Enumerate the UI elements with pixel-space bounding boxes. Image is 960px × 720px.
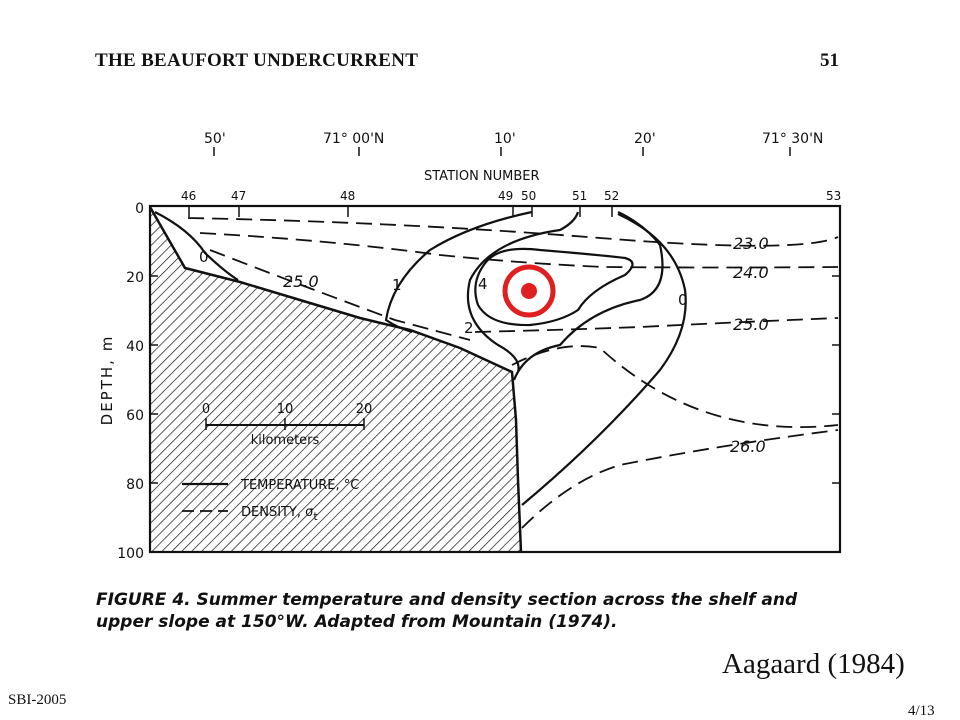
station-label: 50	[521, 189, 536, 203]
isotherm-4	[474, 247, 634, 327]
station-label: 47	[231, 189, 246, 203]
seabed-hatch	[150, 207, 521, 552]
slide-number: 4/13	[908, 703, 935, 719]
scale-tick-label: 10	[277, 402, 294, 417]
station-label: 48	[340, 189, 355, 203]
top-tick-label: 10'	[494, 131, 516, 147]
top-tick-label: 20'	[634, 131, 656, 147]
isotherm-0-deep	[521, 212, 687, 506]
top-axis: 50' 71° 00'N 10' 20' 71° 30'N	[204, 131, 823, 156]
temperature-label: 0	[678, 291, 688, 309]
marker-ring	[502, 264, 556, 318]
temperature-contour-labels: 0 1 4 2 0	[199, 248, 688, 337]
station-numbers: 46 47 48 49 50 51 52 53	[181, 189, 841, 203]
station-label: 53	[826, 189, 841, 203]
legend: TEMPERATURE, °C DENSITY, σt	[182, 478, 359, 523]
y-tick-label: 100	[117, 546, 144, 562]
temperature-contours	[154, 210, 687, 506]
figure-caption-line-1: FIGURE 4. Summer temperature and density…	[96, 590, 798, 610]
y-tick-label: 40	[126, 339, 144, 355]
marker-dot	[521, 283, 537, 299]
temperature-label: 2	[464, 319, 474, 337]
y-tick-label: 20	[126, 270, 144, 286]
scale-tick-label: 0	[202, 402, 210, 417]
density-label: 26.0	[730, 437, 766, 456]
density-label: 24.0	[733, 263, 769, 282]
isotherm-0-outer	[512, 211, 664, 381]
station-label: 52	[604, 189, 619, 203]
legend-density-label: DENSITY, σt	[241, 505, 318, 523]
legend-temperature-label: TEMPERATURE, °C	[240, 478, 359, 493]
station-label: 46	[181, 189, 196, 203]
citation: Aagaard (1984)	[722, 648, 905, 680]
top-tick-label: 50'	[204, 131, 226, 147]
y-axis-label: DEPTH, m	[98, 335, 116, 426]
scale-tick-label: 20	[356, 402, 373, 417]
station-axis-label: STATION NUMBER	[424, 169, 540, 184]
seabed-line	[148, 206, 523, 553]
footer-left: SBI-2005	[8, 692, 67, 708]
density-label: 25.0	[283, 272, 319, 291]
figure-caption-line-2: upper slope at 150°W. Adapted from Mount…	[96, 612, 618, 632]
isotherm-2	[466, 211, 580, 373]
station-label: 51	[572, 189, 587, 203]
density-label: 25.0	[733, 315, 769, 334]
station-ticks	[188, 206, 613, 217]
top-tick-label: 71° 30'N	[762, 131, 823, 147]
page-header-number: 51	[820, 50, 839, 71]
isotherm-0-shelf	[154, 211, 239, 281]
scale-bar: 0 10 20 kilometers	[202, 402, 372, 448]
density-contour-labels: 25.0 23.0 24.0 25.0 26.0	[283, 234, 769, 456]
temperature-label: 1	[392, 276, 402, 294]
y-tick-label: 80	[126, 477, 144, 493]
y-tick-label: 60	[126, 408, 144, 424]
station-label: 49	[498, 189, 513, 203]
scale-unit: kilometers	[251, 433, 320, 448]
top-tick-label: 71° 00'N	[323, 131, 384, 147]
y-tick-label: 0	[135, 201, 144, 217]
page-header-title: THE BEAUFORT UNDERCURRENT	[95, 50, 419, 71]
isotherm-1	[384, 210, 533, 334]
undercurrent-core-marker	[502, 264, 556, 318]
density-label: 23.0	[733, 234, 769, 253]
temperature-label: 4	[478, 275, 488, 293]
y-tick-labels: 0 20 40 60 80 100	[117, 201, 144, 562]
temperature-label: 0	[199, 248, 209, 266]
density-contours	[187, 217, 839, 529]
